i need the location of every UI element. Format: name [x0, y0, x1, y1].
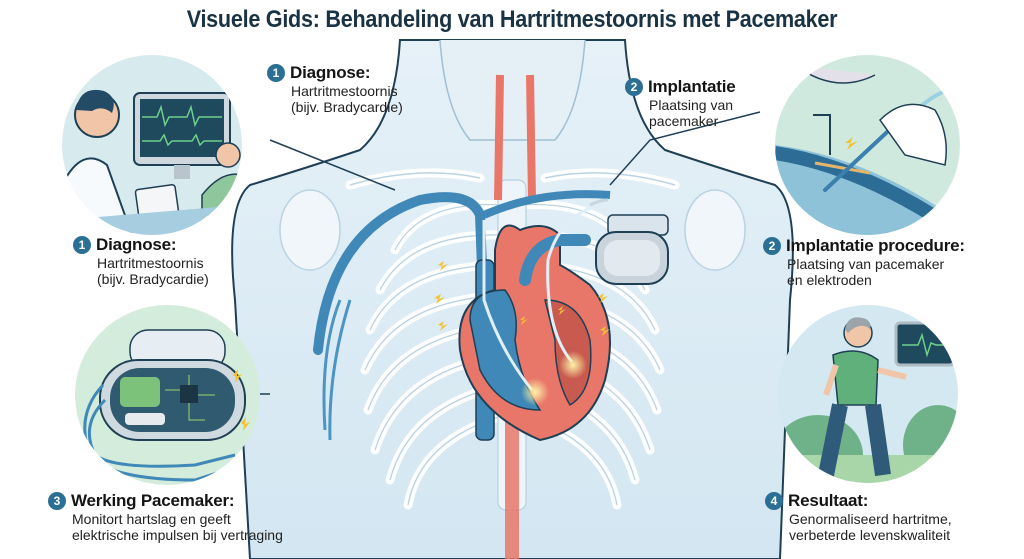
result-illustration	[778, 305, 958, 483]
callout-title: Diagnose:	[96, 235, 177, 254]
callout-diagnosis-left: 1 Diagnose: Hartritmestoornis (bijv. Bra…	[73, 235, 209, 287]
callout-title: Diagnose:	[290, 63, 371, 82]
callout-line: verbeterde levenskwaliteit	[789, 527, 951, 543]
step-number-badge: 2	[763, 237, 781, 255]
callout-implant-top: 2 Implantatie Plaatsing van pacemaker	[625, 77, 736, 129]
callout-result: 4 Resultaat: Genormaliseerd hartritme, v…	[765, 491, 952, 543]
callout-title: Resultaat:	[788, 491, 869, 510]
step-number-badge: 1	[73, 236, 91, 254]
callout-line: Monitort hartslag en geeft	[72, 511, 231, 527]
step-number-badge: 4	[765, 492, 783, 510]
diagnosis-illustration	[62, 55, 242, 235]
callout-line: Plaatsing van	[649, 97, 734, 113]
callout-title: Implantatie procedure:	[786, 236, 965, 255]
callout-working: 3 Werking Pacemaker: Monitort hartslag e…	[48, 491, 283, 543]
callout-implant-right: 2 Implantatie procedure: Plaatsing van p…	[763, 236, 965, 288]
callout-line: pacemaker	[649, 113, 719, 129]
callout-diagnosis-top: 1 Diagnose: Hartritmestoornis (bijv. Bra…	[267, 63, 403, 115]
callout-line: (bijv. Bradycardie)	[291, 99, 403, 115]
callout-line: en elektroden	[787, 272, 872, 288]
callout-line: Hartritmestoornis	[97, 255, 204, 271]
callout-line: (bijv. Bradycardie)	[97, 271, 209, 287]
callout-line: Genormaliseerd hartritme,	[789, 511, 952, 527]
callout-line: Plaatsing van pacemaker	[787, 256, 945, 272]
step-number-badge: 1	[267, 64, 285, 82]
callout-line: Hartritmestoornis	[291, 83, 398, 99]
implantation-illustration	[775, 55, 960, 235]
step-number-badge: 2	[625, 78, 643, 96]
callout-line: elektrische impulsen bij vertraging	[72, 527, 283, 543]
callout-title: Werking Pacemaker:	[71, 491, 235, 510]
step-number-badge: 3	[48, 492, 66, 510]
page-title: Visuele Gids: Behandeling van Hartritmes…	[186, 6, 838, 33]
pacemaker-device-illustration	[75, 305, 260, 485]
callout-title: Implantatie	[648, 77, 736, 96]
